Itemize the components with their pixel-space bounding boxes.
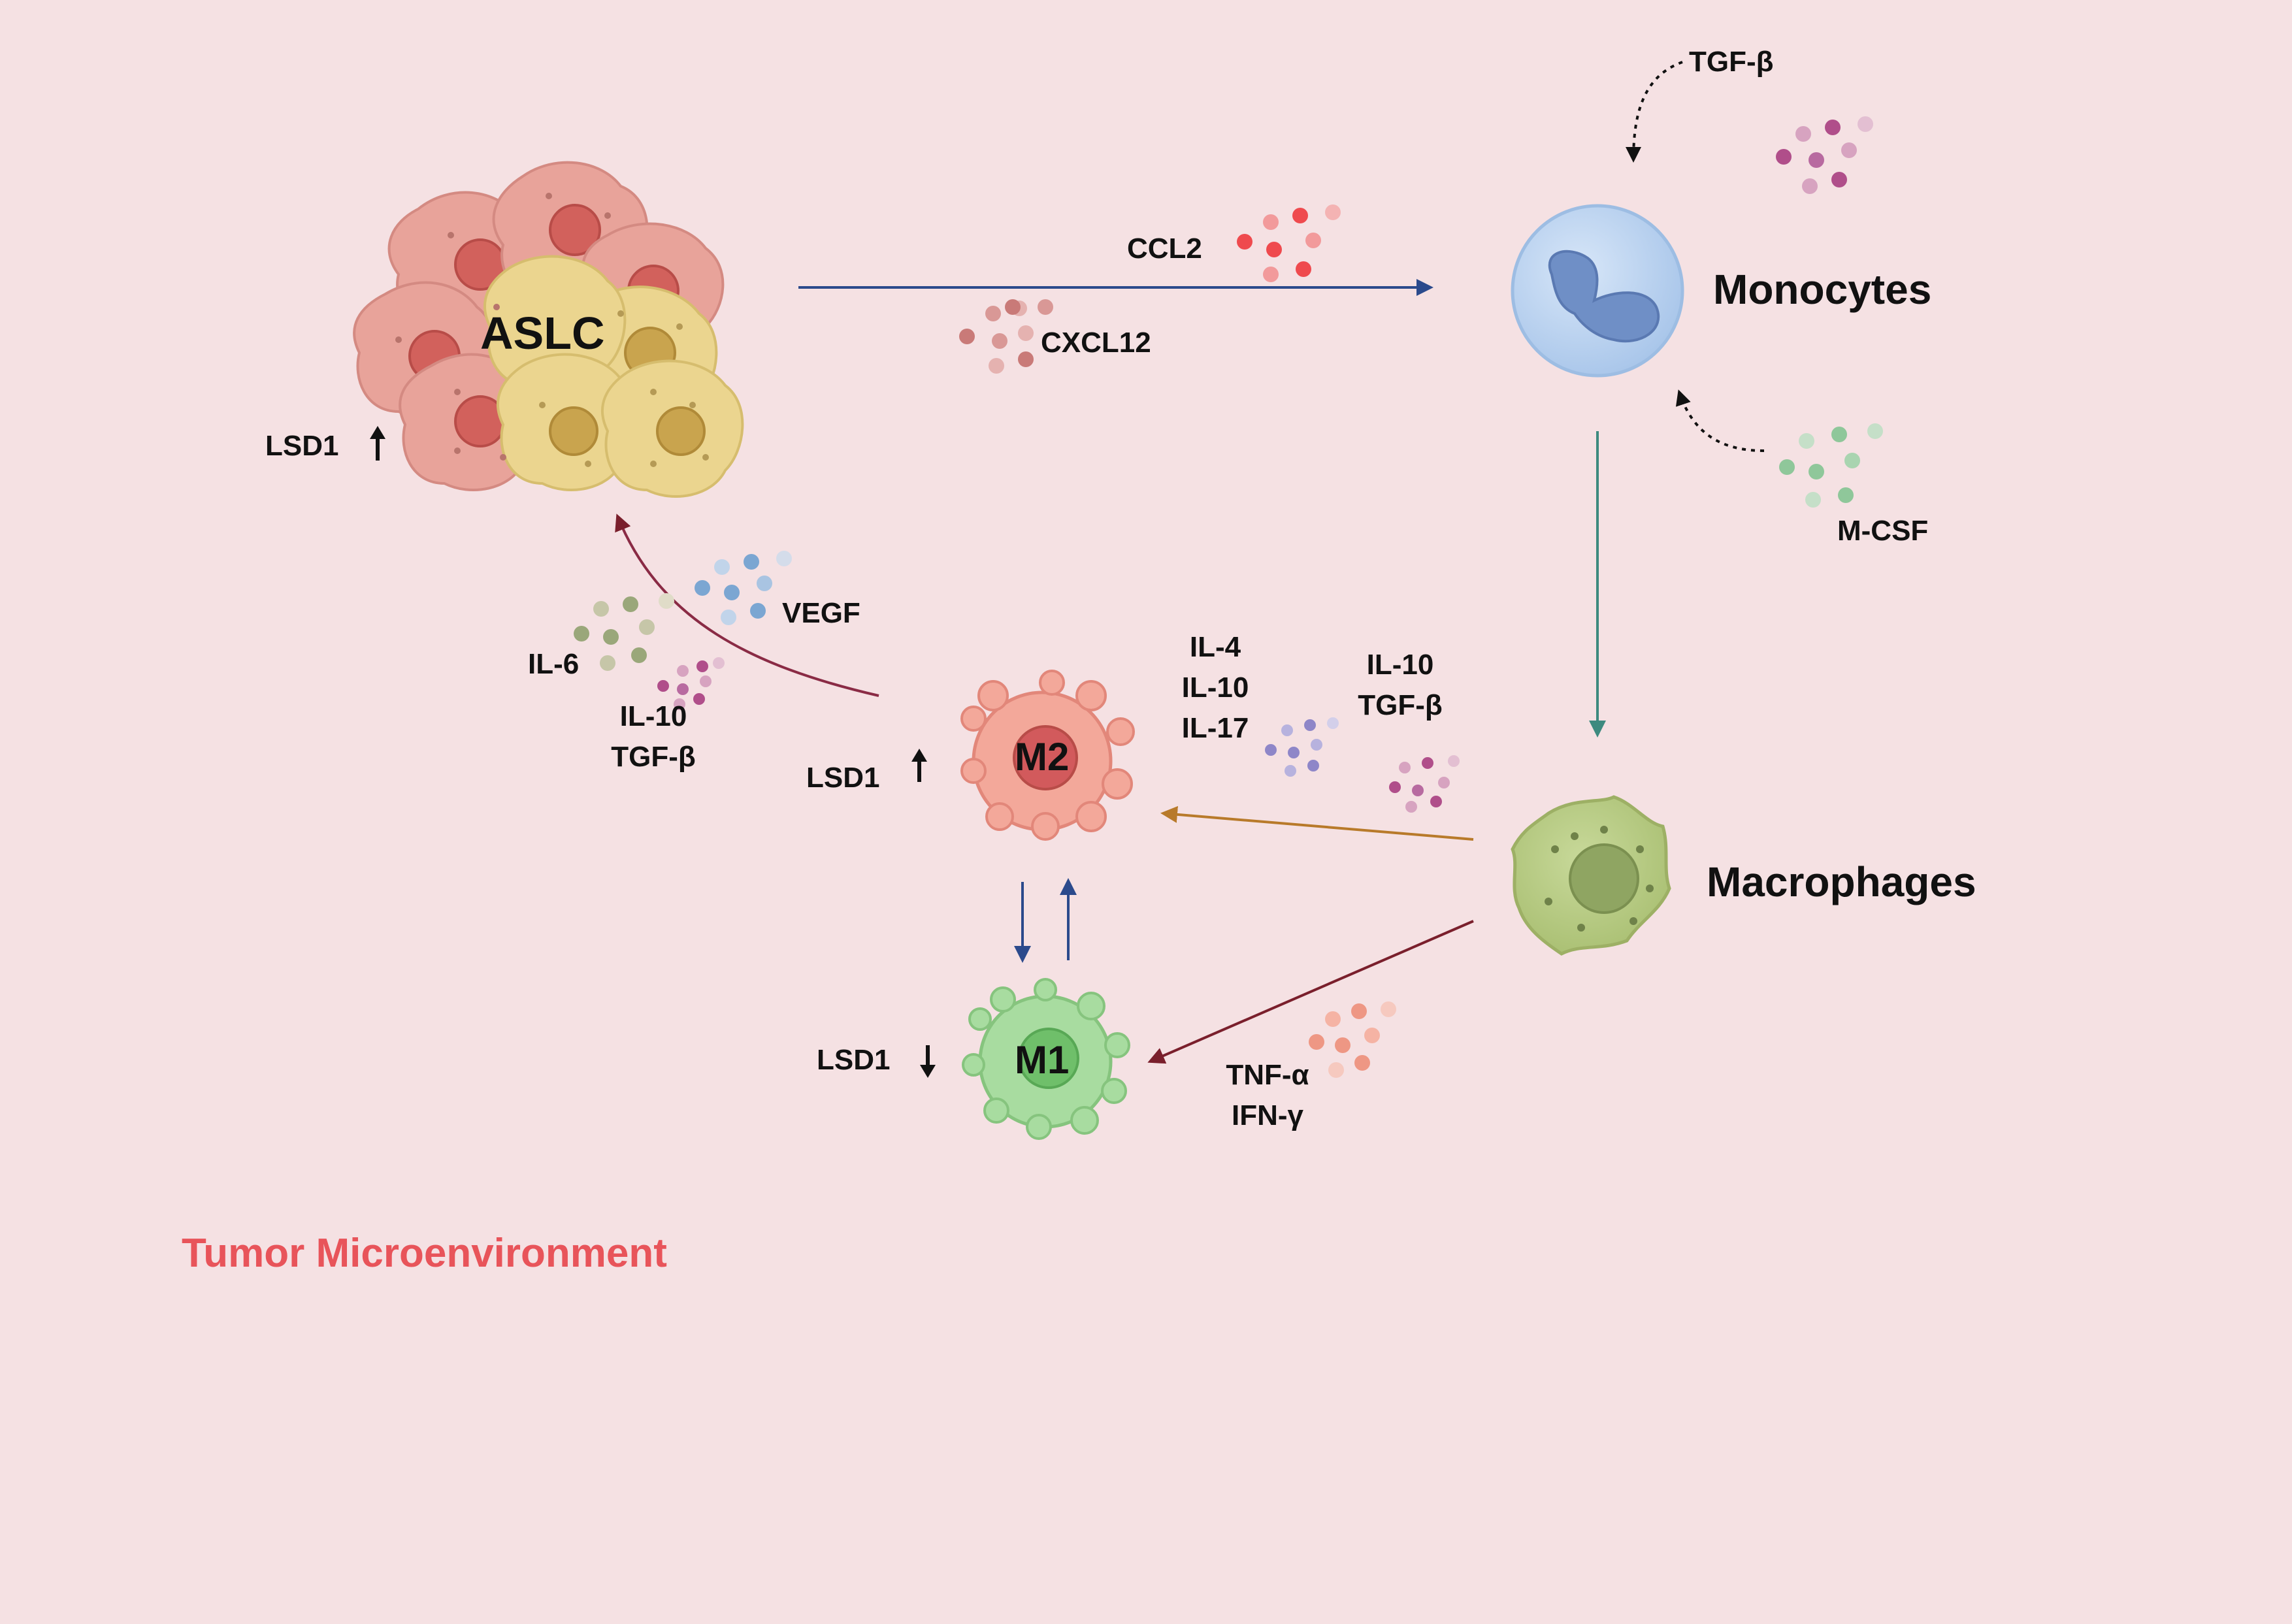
macrophage-granules [1545, 826, 1654, 932]
il10-tgfb-dots-right [1389, 755, 1460, 813]
il10-tgfb-dots-left [657, 657, 725, 710]
tgfb-dots-top [1776, 116, 1873, 194]
cxcl12-dots [959, 299, 1053, 374]
tumor-microenvironment-title: Tumor Microenvironment [182, 1231, 667, 1276]
lsd1-m2-label: LSD1 [806, 762, 880, 794]
il10-right-label: IL-10 [1366, 649, 1434, 681]
lsd1-aslc-label: LSD1 [265, 430, 339, 462]
tnfa-label: TNF-α [1226, 1059, 1309, 1091]
il6-label: IL-6 [528, 648, 580, 680]
tgfb-right-label: TGF-β [1358, 689, 1443, 721]
dotted-arrow-mcsf-to-monocytes [1675, 389, 1765, 452]
vegf-label: VEGF [782, 597, 860, 629]
il10-left-label: IL-10 [619, 700, 687, 732]
mcsf-label: M-CSF [1837, 515, 1929, 547]
mcsf-dots [1779, 423, 1883, 508]
il10-tgfb-left-labels: IL-10 TGF-β [604, 696, 702, 777]
vegf-dots [695, 551, 792, 625]
arrow-m2-to-aslc [615, 513, 879, 697]
ifng-label: IFN-γ [1232, 1099, 1303, 1131]
m1-cell [962, 978, 1130, 1140]
lsd1-up-arrow-m2 [911, 749, 927, 782]
arrow-macrophages-to-m1 [1147, 920, 1474, 1064]
tumor-granules [395, 193, 611, 461]
dotted-arrow-tgfb-to-monocytes [1626, 61, 1683, 163]
tumor-cell-yellow [496, 353, 640, 491]
lsd1-up-arrow-aslc [370, 426, 385, 461]
ccl2-dots [1237, 204, 1341, 282]
tnfa-ifng-dots [1309, 1001, 1396, 1078]
lsd1-down-arrow-m1 [920, 1045, 936, 1078]
tumor-granules-yellow [539, 310, 709, 467]
monocytes-label: Monocytes [1713, 266, 1932, 313]
m2-cell [960, 670, 1135, 841]
il10-mid-label: IL-10 [1181, 672, 1249, 704]
m1-label: M1 [1015, 1038, 1070, 1082]
macrophage-cell [1511, 795, 1671, 956]
il17-label: IL-17 [1181, 712, 1249, 744]
aslc-tumor-cluster [353, 161, 744, 498]
cxcl12-label: CXCL12 [1041, 327, 1151, 359]
il10-tgfb-right-labels: IL-10 TGF-β [1351, 645, 1449, 726]
monocyte-cell [1511, 204, 1684, 378]
lsd1-m1-label: LSD1 [817, 1044, 891, 1076]
tumor-cell-yellow [600, 359, 744, 498]
m2-label: M2 [1015, 735, 1070, 779]
ccl2-label: CCL2 [1127, 233, 1202, 265]
il4-il10-il17-dots [1265, 717, 1339, 777]
arrow-macrophages-to-m2 [1160, 805, 1474, 841]
tnfa-ifng-labels: TNF-α IFN-γ [1219, 1055, 1317, 1136]
il6-dots [574, 593, 674, 671]
aslc-label: ASLC [480, 308, 605, 359]
macrophages-label: Macrophages [1707, 858, 1976, 905]
il4-il10-il17-labels: IL-4 IL-10 IL-17 [1176, 627, 1254, 749]
tgfb-left-label: TGF-β [611, 741, 696, 773]
il4-label: IL-4 [1189, 631, 1241, 663]
tgfb-top-label: TGF-β [1689, 46, 1774, 78]
